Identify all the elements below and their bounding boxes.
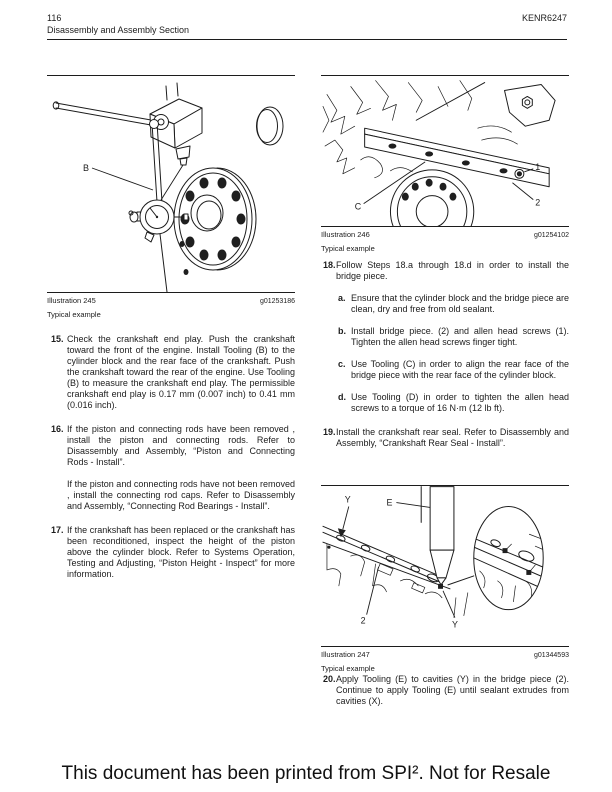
- callout-y-bottom-leader: [442, 590, 456, 618]
- callout-b-leader: [91, 167, 154, 191]
- step-16: 16. If the piston and connecting rods ha…: [47, 424, 295, 512]
- header-rule: [47, 39, 567, 40]
- figure-gcode: g01254102: [533, 232, 569, 239]
- callout-2-label: 2: [535, 198, 540, 208]
- step-16-paragraph-2: If the piston and connecting rods have n…: [67, 479, 295, 511]
- left-column-steps: 15. Check the crankshaft end play. Push …: [47, 334, 295, 593]
- callout-c-leader: [363, 161, 426, 204]
- figure-rule: [47, 292, 295, 293]
- step-15: 15. Check the crankshaft end play. Push …: [47, 334, 295, 411]
- callout-e-leader: [396, 502, 431, 508]
- step-17-text: If the crankshaft has been replaced or t…: [67, 525, 295, 579]
- illustration-247-drawing: Y E 2 Y: [321, 486, 569, 646]
- substep-18b: b. Install bridge piece. (2) and allen h…: [336, 326, 569, 348]
- step-18: 18. Follow Steps 18.a through 18.d in or…: [321, 260, 569, 414]
- step-16-paragraph-1: If the piston and connecting rods have b…: [67, 424, 295, 467]
- substep-18b-letter: b.: [338, 326, 346, 336]
- figure-rule: [321, 226, 569, 227]
- substep-18a: a. Ensure that the cylinder block and th…: [336, 293, 569, 315]
- substep-18d: d. Use Tooling (D) in order to tighten t…: [336, 392, 569, 414]
- callout-c-label: C: [355, 202, 362, 212]
- callout-y-top-leader: [342, 506, 350, 530]
- substep-18c: c. Use Tooling (C) in order to align the…: [336, 359, 569, 381]
- figure-label: Illustration 245: [47, 296, 96, 305]
- substep-18a-text: Ensure that the cylinder block and the b…: [351, 293, 569, 314]
- substep-18c-letter: c.: [338, 359, 346, 369]
- step-15-number: 15.: [51, 334, 64, 344]
- callout-2-leader: [512, 182, 534, 200]
- step-19-text: Install the crankshaft rear seal. Refer …: [336, 427, 569, 448]
- figure-caption: Typical example: [321, 664, 375, 673]
- magnifier-inset: [473, 505, 544, 611]
- illustration-245-drawing: B: [47, 76, 295, 292]
- substep-18d-text: Use Tooling (D) in order to tighten the …: [351, 392, 569, 413]
- right-column-steps: 18. Follow Steps 18.a through 18.d in or…: [321, 260, 569, 462]
- callout-b-label: B: [83, 163, 89, 173]
- callout-e-label: E: [386, 497, 392, 507]
- page-number: 116: [47, 13, 62, 23]
- figure-label: Illustration 246: [321, 230, 370, 239]
- step-15-text: Check the crankshaft end play. Push the …: [67, 334, 295, 410]
- figure-rule: [321, 646, 569, 647]
- substep-18a-letter: a.: [338, 293, 346, 303]
- substep-18d-letter: d.: [338, 392, 346, 402]
- callout-1-label: 1: [535, 162, 540, 172]
- figure-caption: Typical example: [321, 244, 375, 253]
- figure-illustration-247: Y E 2 Y Illustration 247 g01344593 Typic…: [321, 485, 569, 673]
- figure-gcode: g01344593: [533, 652, 569, 659]
- step-19: 19. Install the crankshaft rear seal. Re…: [321, 427, 569, 449]
- figure-gcode: g01253186: [259, 298, 295, 305]
- figure-label: Illustration 247: [321, 650, 370, 659]
- callout-2-leader: [366, 566, 379, 615]
- footer-watermark: This document has been printed from SPI²…: [61, 763, 551, 784]
- step-17-number: 17.: [51, 525, 64, 535]
- right-column-step-20: 20. Apply Tooling (E) to cavities (Y) in…: [321, 674, 569, 720]
- figure-illustration-245: B Illustration 245 g01253186 Typical exa…: [47, 75, 295, 319]
- callout-y-top-arrowhead: [337, 528, 346, 538]
- step-20: 20. Apply Tooling (E) to cavities (Y) in…: [321, 674, 569, 707]
- document-code: KENR6247: [521, 13, 567, 23]
- step-17: 17. If the crankshaft has been replaced …: [47, 525, 295, 580]
- callout-2-label: 2: [361, 616, 366, 626]
- step-18-number: 18.: [323, 260, 336, 270]
- figure-illustration-246: C 1 2 Illustration 246 g01254102 Typical…: [321, 75, 569, 253]
- illustration-246-drawing: C 1 2: [321, 76, 569, 226]
- callout-y-top-label: Y: [345, 495, 351, 505]
- substep-18b-text: Install bridge piece. (2) and allen head…: [351, 326, 569, 347]
- section-title: Disassembly and Assembly Section: [47, 25, 190, 35]
- step-16-number: 16.: [51, 424, 64, 434]
- step-18-text: Follow Steps 18.a through 18.d in order …: [336, 260, 569, 281]
- substep-18c-text: Use Tooling (C) in order to align the re…: [351, 359, 569, 380]
- figure-caption: Typical example: [47, 310, 101, 319]
- step-19-number: 19.: [323, 427, 336, 437]
- step-20-text: Apply Tooling (E) to cavities (Y) in the…: [336, 674, 569, 706]
- callout-1-leader: [524, 168, 534, 173]
- step-20-number: 20.: [323, 674, 336, 684]
- callout-y-bottom-label: Y: [452, 620, 458, 630]
